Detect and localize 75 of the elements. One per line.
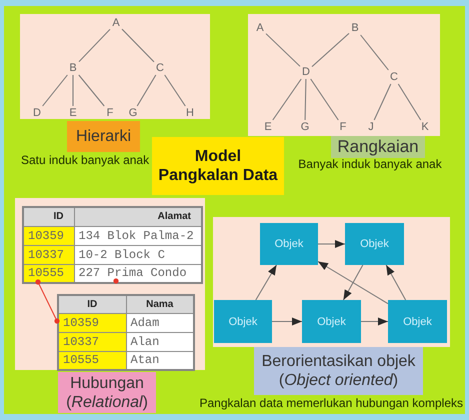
diagram-panel xyxy=(20,14,210,119)
connector-line xyxy=(310,78,339,120)
node-label: C xyxy=(388,70,400,84)
heading-box: Model Pangkalan Data xyxy=(152,137,284,195)
category-label: Rangkaian xyxy=(331,136,425,158)
node-label: A xyxy=(110,16,122,30)
connector-line xyxy=(398,84,422,120)
id-cell: 10337 xyxy=(58,332,126,352)
connector-line xyxy=(122,28,154,62)
diagram-panel xyxy=(248,14,440,136)
object-box: Objek xyxy=(345,223,404,265)
column-header: Nama xyxy=(126,295,194,314)
connector-line xyxy=(360,34,389,70)
id-cell: 10555 xyxy=(23,264,74,283)
node-label: E xyxy=(262,120,274,134)
arrow xyxy=(318,261,388,304)
object-box: Objek xyxy=(214,300,272,343)
description-text: Satu induk banyak anak xyxy=(21,153,150,167)
connector-line xyxy=(72,74,74,106)
connector-line xyxy=(136,74,156,106)
arrow xyxy=(272,318,302,326)
node-label: D xyxy=(31,106,43,120)
category-label: Hubungan (Relational) xyxy=(58,372,156,413)
diagram-panel xyxy=(15,198,205,370)
id-cell: 10359 xyxy=(23,226,74,245)
relation-line xyxy=(35,279,60,324)
node-label: F xyxy=(337,120,349,134)
value-cell: Adam xyxy=(126,314,194,332)
id-cell: 10555 xyxy=(58,351,126,370)
node-label: H xyxy=(184,106,196,120)
connector-line xyxy=(304,78,306,120)
node-label: B xyxy=(349,21,361,35)
column-header: Alamat xyxy=(74,207,202,226)
connector-line xyxy=(164,74,186,106)
node-label: A xyxy=(254,21,266,35)
diagram-panel xyxy=(213,217,450,347)
column-header: ID xyxy=(23,207,74,226)
description-text: Pangkalan data memerlukan hubungan kompleks xyxy=(199,396,463,410)
connector-line xyxy=(272,78,302,120)
value-cell: 227 Prima Condo xyxy=(74,264,202,283)
arrow xyxy=(255,264,277,300)
description-text: Banyak induk banyak anak xyxy=(298,157,442,171)
node-label: K xyxy=(419,120,431,134)
id-cell: 10359 xyxy=(58,314,126,332)
node-label: D xyxy=(300,65,312,79)
node-label: C xyxy=(154,61,166,75)
category-label: Berorientasikan objek (Object oriented) xyxy=(254,347,423,395)
connector-line xyxy=(312,32,350,68)
column-header: ID xyxy=(58,295,126,314)
data-table xyxy=(22,206,203,284)
id-cell: 10337 xyxy=(23,245,74,264)
category-label: Hierarki xyxy=(67,121,140,152)
node-label: F xyxy=(104,106,116,120)
node-label: G xyxy=(127,106,139,120)
object-box: Objek xyxy=(388,300,447,343)
connector-line xyxy=(78,28,110,62)
arrow xyxy=(342,264,364,300)
object-box: Objek xyxy=(302,300,361,343)
data-table xyxy=(57,294,195,371)
arrow xyxy=(360,318,388,326)
value-cell: Alan xyxy=(126,332,194,352)
object-box: Objek xyxy=(260,223,318,265)
node-label: B xyxy=(67,61,79,75)
node-label: J xyxy=(365,120,377,134)
value-cell: 134 Blok Palma-2 xyxy=(74,226,202,245)
connector-line xyxy=(266,33,300,67)
arrow xyxy=(386,264,406,300)
arrow xyxy=(318,240,346,248)
node-label: G xyxy=(299,120,311,134)
value-cell: 10-2 Block C xyxy=(74,245,202,264)
value-cell: Atan xyxy=(126,351,194,370)
connector-line xyxy=(42,74,68,106)
connector-line xyxy=(78,74,105,106)
node-label: E xyxy=(67,106,79,120)
connector-line xyxy=(374,84,392,120)
